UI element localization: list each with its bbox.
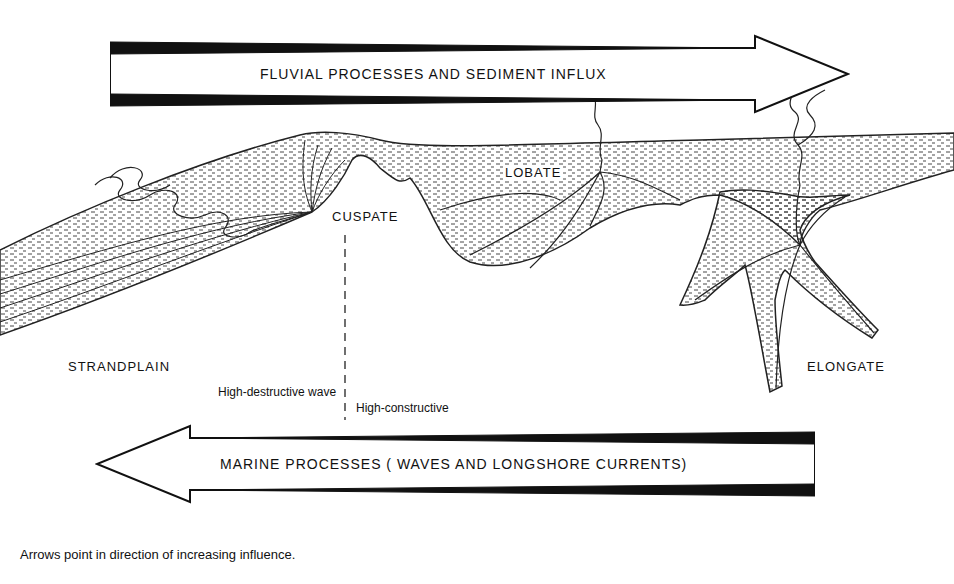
beach-ridges <box>0 140 345 322</box>
arrow-outline <box>190 432 815 444</box>
arrow-outline <box>110 42 755 54</box>
delta-type-label: ELONGATE <box>805 360 887 375</box>
delta-type-label: LOBATE <box>503 166 563 181</box>
rivers <box>95 80 874 388</box>
process-arrow: MARINE PROCESSES ( WAVES AND LONGSHORE C… <box>95 424 815 504</box>
arrow-label: MARINE PROCESSES ( WAVES AND LONGSHORE C… <box>220 456 687 472</box>
coastal-plain <box>0 132 954 335</box>
divider-dashed <box>344 235 345 420</box>
delta-type-label: STRANDPLAIN <box>66 360 172 375</box>
process-arrow: FLUVIAL PROCESSES AND SEDIMENT INFLUX <box>110 34 850 114</box>
arrow-outline <box>97 426 815 502</box>
arrow-outline <box>110 36 848 112</box>
delta-type-label: High-constructive <box>354 402 451 416</box>
delta-type-label: High-destructive wave <box>216 386 338 400</box>
caption: Arrows point in direction of increasing … <box>18 548 297 563</box>
delta-type-label: CUSPATE <box>330 210 400 225</box>
arrow-outline <box>110 94 755 106</box>
arrow-outline <box>190 484 815 496</box>
arrow-label: FLUVIAL PROCESSES AND SEDIMENT INFLUX <box>260 66 607 82</box>
